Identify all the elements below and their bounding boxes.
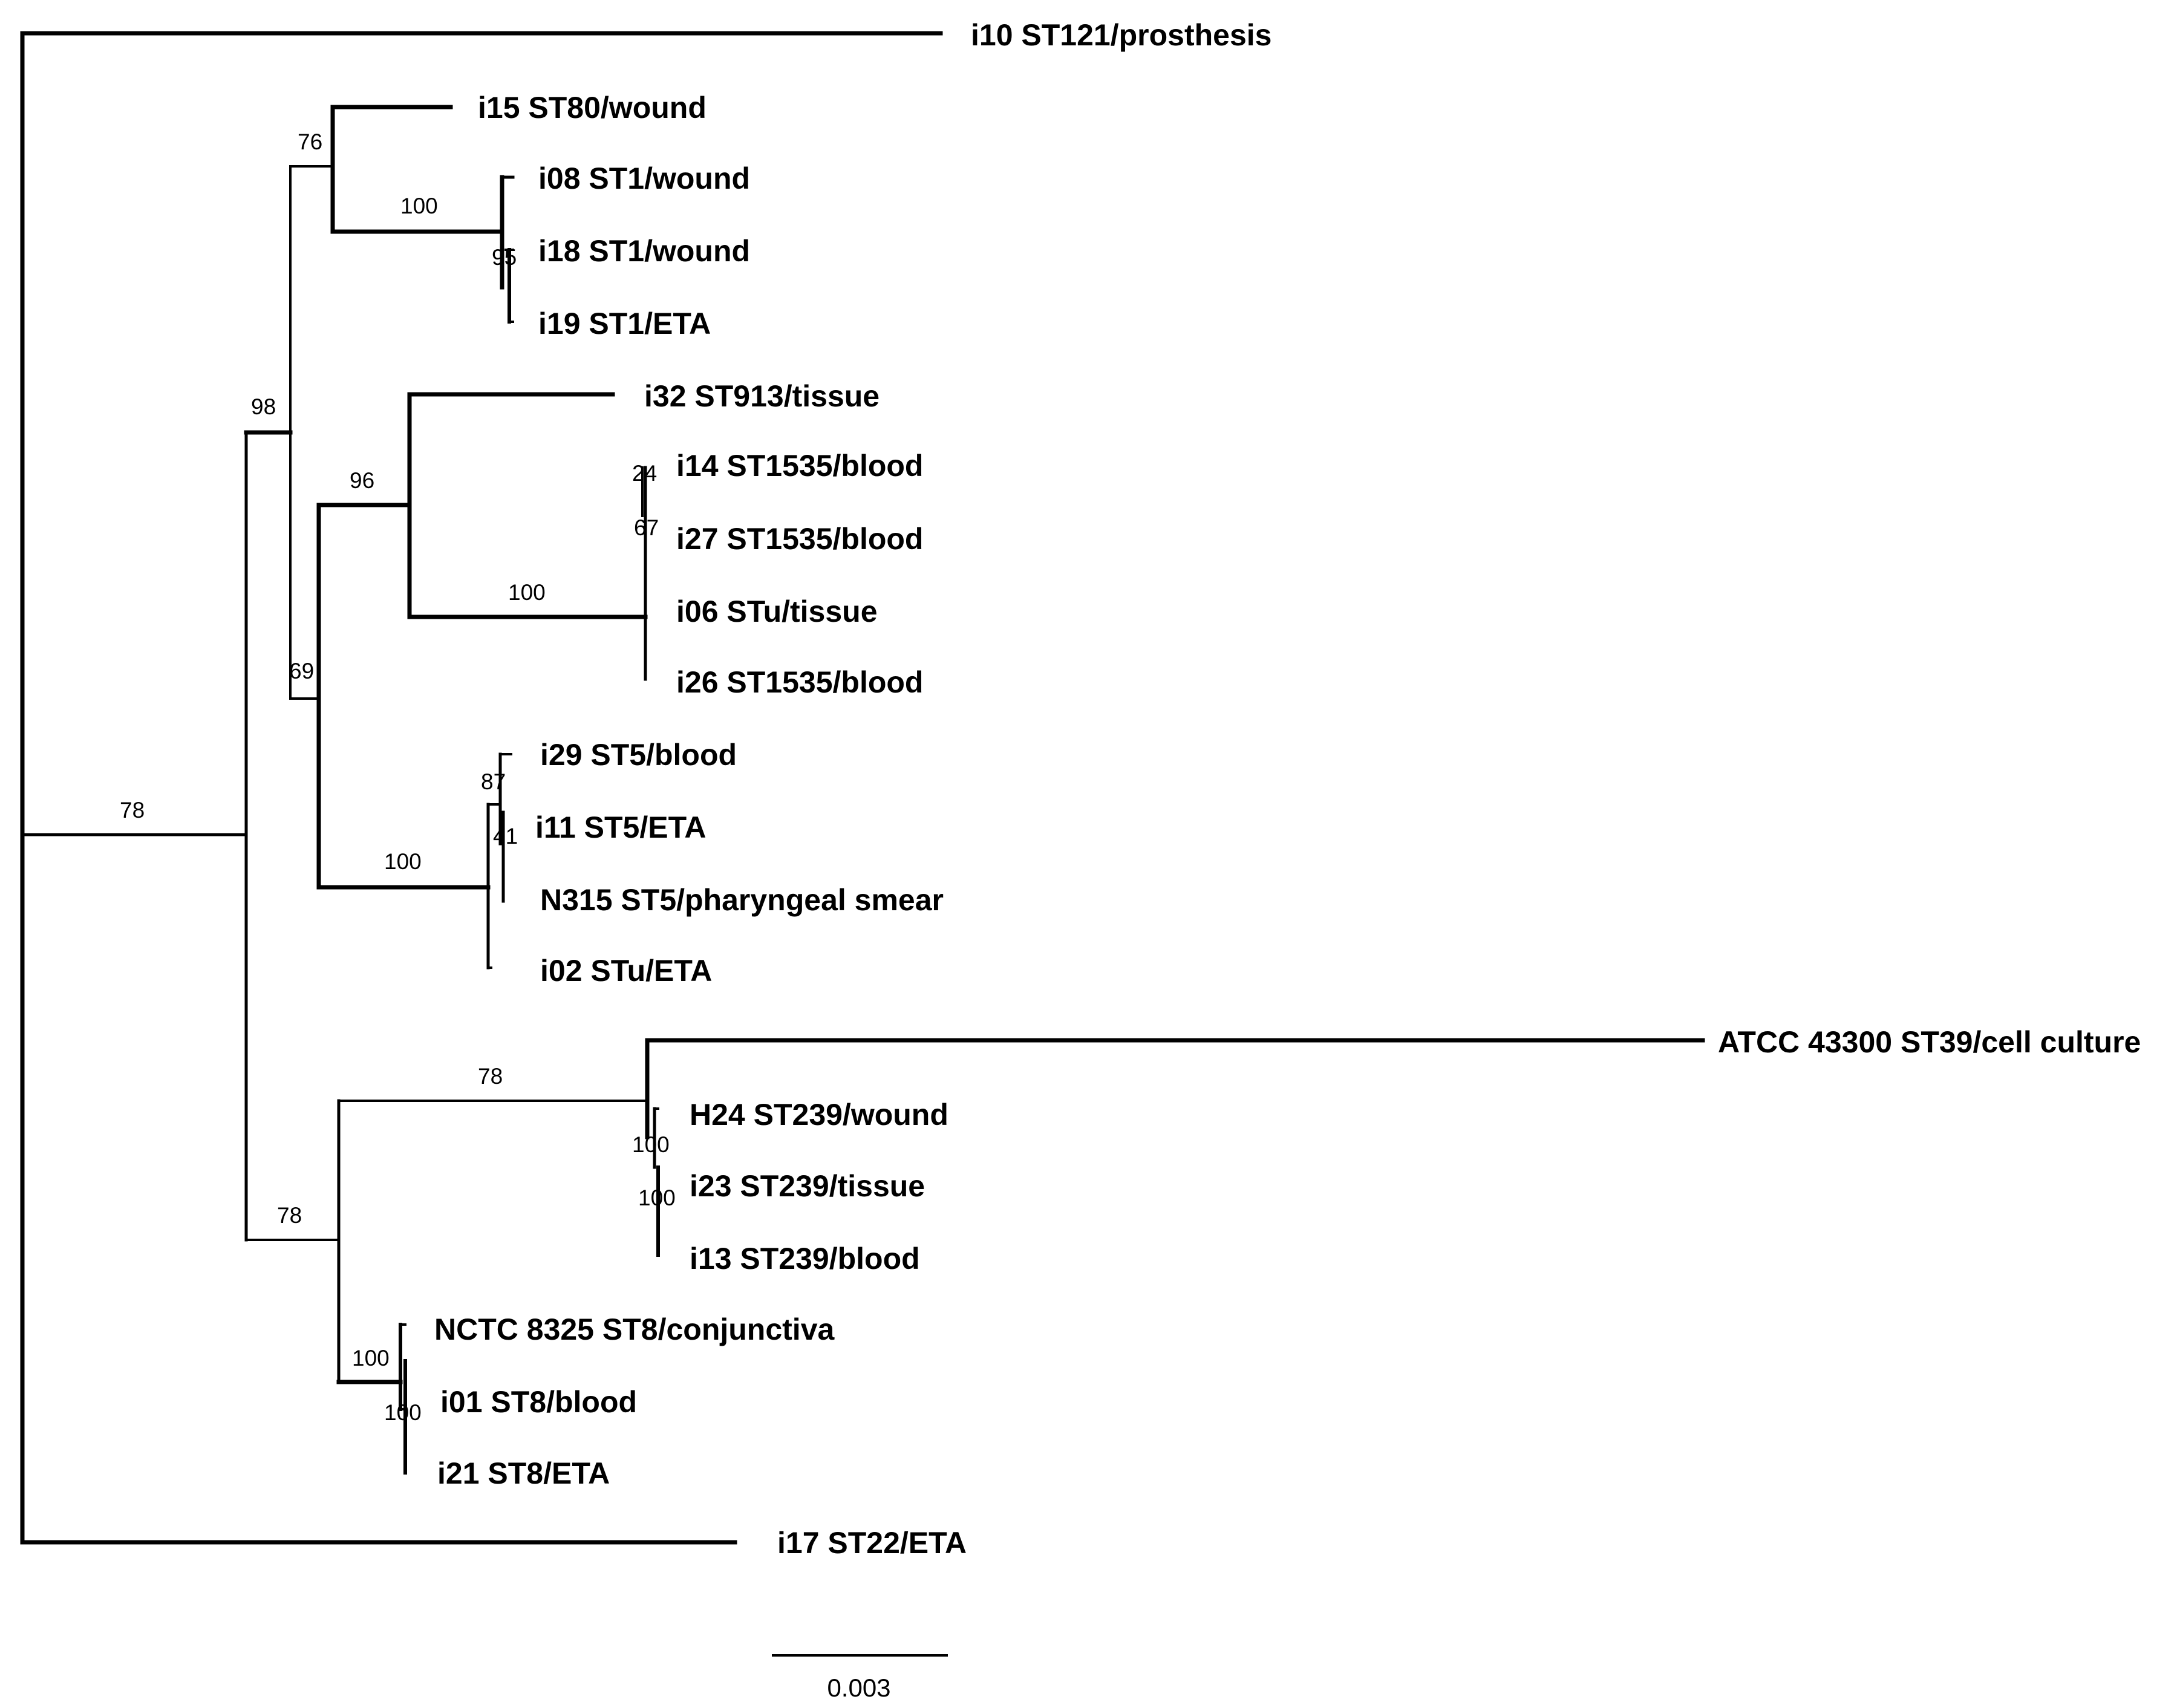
branches-upper-clade xyxy=(289,105,515,700)
leaf-label-i01: i01 ST8/blood xyxy=(440,1385,637,1419)
leaf-label-i11: i11 ST5/ETA xyxy=(535,810,707,844)
support-value: 78 xyxy=(120,798,145,823)
leaf-label-i10: i10 ST121/prosthesis xyxy=(971,18,1271,52)
support-value: 87 xyxy=(481,769,506,794)
support-value: 24 xyxy=(632,461,657,486)
leaf-label-i23: i23 ST239/tissue xyxy=(690,1169,925,1203)
leaf-label-nctc: NCTC 8325 ST8/conjunctiva xyxy=(434,1312,835,1346)
leaf-label-i02: i02 STu/ETA xyxy=(540,954,712,988)
support-value: 100 xyxy=(384,1400,422,1425)
support-value: 67 xyxy=(634,515,659,540)
leaf-label-i17: i17 ST22/ETA xyxy=(777,1526,967,1560)
leaf-label-h24: H24 ST239/wound xyxy=(690,1098,948,1132)
leaf-label-atcc: ATCC 43300 ST39/cell culture xyxy=(1718,1025,2141,1059)
support-value: 100 xyxy=(632,1132,670,1157)
leaf-label-n315: N315 ST5/pharyngeal smear xyxy=(540,883,944,917)
support-values: 78 76 100 95 98 96 100 24 67 69 100 87 4… xyxy=(120,129,676,1425)
leaf-label-i29: i29 ST5/blood xyxy=(540,738,737,772)
leaf-label-i26: i26 ST1535/blood xyxy=(676,665,923,699)
support-value: 98 xyxy=(251,394,276,419)
leaf-label-i15: i15 ST80/wound xyxy=(478,91,707,125)
branches-middle-clades xyxy=(316,392,648,970)
leaf-label-i32: i32 ST913/tissue xyxy=(644,379,880,413)
support-value: 78 xyxy=(478,1064,503,1089)
leaf-label-i18: i18 ST1/wound xyxy=(538,234,750,268)
support-value: 100 xyxy=(352,1346,390,1371)
scale-bar-label: 0.003 xyxy=(827,1674,890,1702)
leaf-label-i19: i19 ST1/ETA xyxy=(538,307,711,341)
support-value: 41 xyxy=(493,824,518,849)
leaf-label-i21: i21 ST8/ETA xyxy=(437,1456,610,1490)
support-value: 78 xyxy=(277,1203,302,1228)
support-value: 100 xyxy=(400,194,438,218)
branches-lower-clades xyxy=(336,1038,1705,1475)
scale-bar: 0.003 xyxy=(772,1654,948,1702)
support-value: 100 xyxy=(638,1185,676,1210)
support-value: 95 xyxy=(492,245,517,270)
leaf-label-i06: i06 STu/tissue xyxy=(676,595,878,628)
leaf-label-i14: i14 ST1535/blood xyxy=(676,449,923,483)
leaf-label-i27: i27 ST1535/blood xyxy=(676,522,923,556)
leaf-label-i13: i13 ST239/blood xyxy=(690,1242,920,1276)
leaf-label-i08: i08 ST1/wound xyxy=(538,161,750,195)
branches-root xyxy=(20,31,943,1545)
support-value: 100 xyxy=(508,580,546,605)
support-value: 69 xyxy=(289,659,314,683)
leaf-labels: i10 ST121/prosthesis i15 ST80/wound i08 … xyxy=(434,18,2141,1560)
support-value: 76 xyxy=(298,129,322,154)
support-value: 100 xyxy=(384,849,422,874)
support-value: 96 xyxy=(350,468,374,493)
